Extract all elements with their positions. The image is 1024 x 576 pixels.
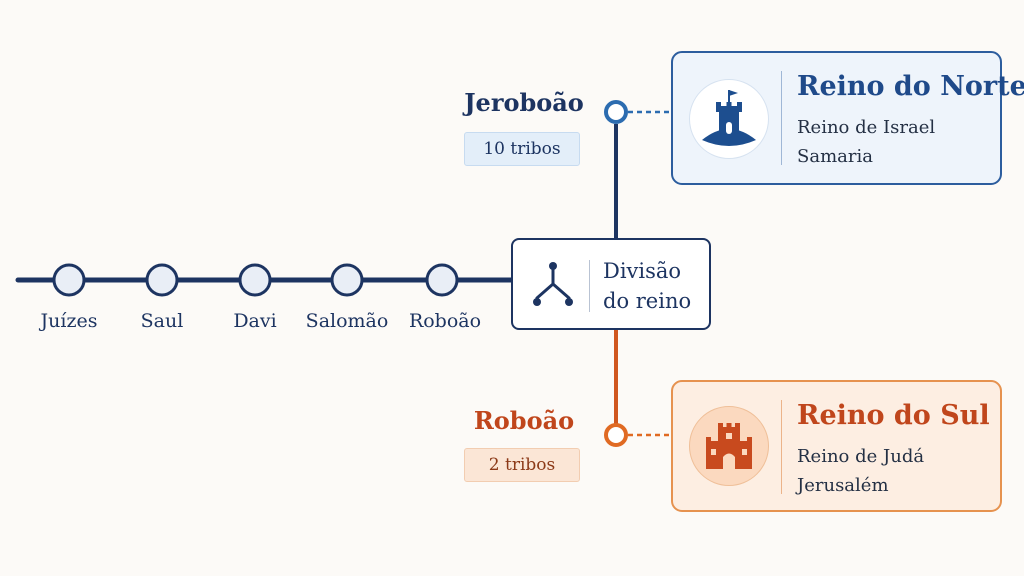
- split-divider: [589, 260, 590, 312]
- castle-tower-icon: [689, 79, 769, 159]
- timeline-node-salomao: [330, 263, 364, 297]
- timeline-label-roboao: Roboão: [408, 310, 482, 332]
- north-kingdom-card: Reino do Norte Reino de Israel Samaria: [671, 51, 1024, 185]
- timeline-node-davi: [238, 263, 272, 297]
- split-label-line2: do reino: [603, 289, 692, 313]
- south-kingdom-capital: Jerusalém: [797, 475, 889, 496]
- timeline-label-saul: Saul: [140, 310, 184, 332]
- timeline-node-juizes: [52, 263, 86, 297]
- timeline-node-saul: [145, 263, 179, 297]
- south-tribes-badge: 2 tribos: [464, 448, 580, 482]
- north-leader-name: Jeroboão: [464, 88, 584, 117]
- split-label: Divisão do reino: [603, 256, 709, 316]
- south-kingdom-name: Reino de Judá: [797, 446, 925, 467]
- south-branch-node: [604, 423, 628, 447]
- timeline-label-davi: Davi: [233, 310, 277, 332]
- south-kingdom-card: Reino do Sul Reino de Judá Jerusalém: [671, 380, 1002, 512]
- north-card-divider: [781, 71, 782, 165]
- north-kingdom-title: Reino do Norte: [797, 71, 1024, 102]
- timeline-node-roboao: [425, 263, 459, 297]
- north-kingdom-capital: Samaria: [797, 146, 873, 167]
- south-leader-name: Roboão: [473, 406, 575, 435]
- timeline-label-juizes: Juízes: [40, 310, 98, 332]
- south-kingdom-title: Reino do Sul: [797, 400, 990, 431]
- fortress-gate-icon: [689, 406, 769, 486]
- fork-split-icon: [533, 262, 573, 306]
- split-label-line1: Divisão: [603, 259, 682, 283]
- north-kingdom-name: Reino de Israel: [797, 117, 936, 138]
- south-card-divider: [781, 400, 782, 494]
- north-branch-node: [604, 100, 628, 124]
- kingdom-split-box: Divisão do reino: [511, 238, 711, 330]
- timeline-label-salomao: Salomão: [305, 310, 389, 332]
- north-tribes-badge: 10 tribos: [464, 132, 580, 166]
